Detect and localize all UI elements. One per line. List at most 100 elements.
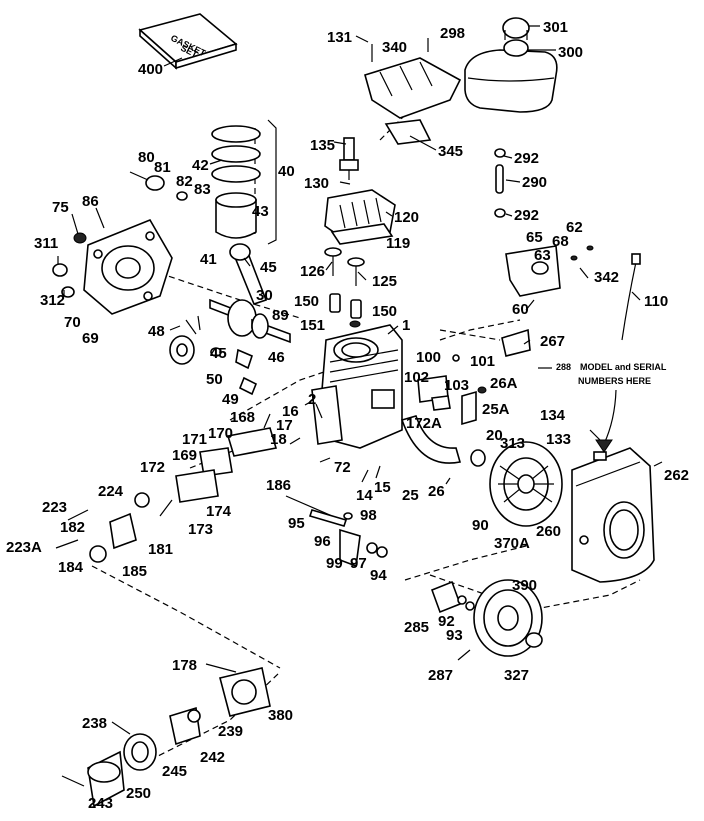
part-label-94: 94 xyxy=(370,567,387,584)
part-label-119: 119 xyxy=(386,235,410,252)
part-label-169: 169 xyxy=(172,447,197,464)
part-label-285: 285 xyxy=(404,619,429,636)
governor-gear xyxy=(129,171,188,201)
part-label-101: 101 xyxy=(470,353,495,370)
cylinder-head xyxy=(324,189,396,245)
part-label-170: 170 xyxy=(208,425,233,442)
part-label-99: 99 xyxy=(326,555,343,572)
part-label-2: 2 xyxy=(308,391,316,408)
part-label-25: 25 xyxy=(402,487,419,504)
part-label-390: 390 xyxy=(512,577,537,594)
part-label-60: 60 xyxy=(512,301,529,318)
model-note-line2: NUMBERS HERE xyxy=(578,376,651,386)
part-label-70: 70 xyxy=(64,314,81,331)
part-label-242: 242 xyxy=(200,749,225,766)
part-label-292-bottom: 292 xyxy=(514,207,539,224)
part-label-301: 301 xyxy=(543,19,568,36)
part-label-186: 186 xyxy=(266,477,291,494)
part-label-300: 300 xyxy=(558,44,583,61)
part-label-184: 184 xyxy=(58,559,84,576)
part-label-243: 243 xyxy=(88,795,113,812)
piston-assembly xyxy=(211,125,268,305)
part-label-287: 287 xyxy=(428,667,453,684)
part-label-151: 151 xyxy=(300,317,325,334)
part-label-16: 16 xyxy=(282,403,299,420)
gasket-set-box: GASKET SET xyxy=(138,13,238,70)
part-label-181: 181 xyxy=(148,541,173,558)
part-label-223: 223 xyxy=(42,499,67,516)
leader-lines xyxy=(57,25,641,345)
model-note-prefix: 288 xyxy=(556,362,571,372)
model-note-arrow xyxy=(595,389,617,453)
part-label-102: 102 xyxy=(404,369,429,386)
part-label-239: 239 xyxy=(218,723,243,740)
part-label-26: 26 xyxy=(428,483,445,500)
part-label-174: 174 xyxy=(206,503,232,520)
part-label-100: 100 xyxy=(416,349,441,366)
blower-housing xyxy=(571,447,655,583)
part-label-1: 1 xyxy=(402,317,410,334)
part-label-185: 185 xyxy=(122,563,147,580)
crankshaft xyxy=(209,298,291,344)
part-label-313: 313 xyxy=(500,435,525,452)
part-label-17: 17 xyxy=(276,417,293,434)
part-label-48: 48 xyxy=(148,323,165,340)
governor-rod xyxy=(285,495,388,568)
part-label-340: 340 xyxy=(382,39,407,56)
part-label-15: 15 xyxy=(374,479,391,496)
part-label-380: 380 xyxy=(268,707,293,724)
part-label-172A: 172A xyxy=(406,415,442,432)
crankcase-cover xyxy=(52,218,173,315)
part-label-86: 86 xyxy=(82,193,99,210)
carburetor xyxy=(169,663,271,746)
part-number-labels: 400 131 298 340 301 300 135 345 292 290 … xyxy=(6,19,689,812)
part-label-131: 131 xyxy=(327,29,352,46)
part-label-260: 260 xyxy=(536,523,561,540)
control-bracket xyxy=(501,245,594,357)
part-label-150-left: 150 xyxy=(294,293,319,310)
part-label-65: 65 xyxy=(526,229,543,246)
part-label-50: 50 xyxy=(206,371,223,388)
stop-wire xyxy=(621,253,641,341)
part-label-262: 262 xyxy=(664,467,689,484)
cylinder-baffle xyxy=(400,415,462,464)
part-label-173: 173 xyxy=(188,521,213,538)
part-label-96: 96 xyxy=(314,533,331,550)
part-label-130: 130 xyxy=(304,175,329,192)
fuel-line xyxy=(494,148,506,218)
rewind-starter xyxy=(430,579,543,661)
part-label-238: 238 xyxy=(82,715,107,732)
part-label-45-lower: 45 xyxy=(210,345,227,362)
part-label-81: 81 xyxy=(154,159,171,176)
fuel-tank xyxy=(464,17,558,113)
fasteners xyxy=(263,38,663,485)
part-label-93: 93 xyxy=(446,627,463,644)
spark-plug xyxy=(339,137,359,180)
part-label-14: 14 xyxy=(356,487,373,504)
part-label-103: 103 xyxy=(444,377,469,394)
part-label-72: 72 xyxy=(334,459,351,476)
part-label-110: 110 xyxy=(644,293,668,310)
part-label-126: 126 xyxy=(300,263,325,280)
part-label-245: 245 xyxy=(162,763,187,780)
part-label-25A: 25A xyxy=(482,401,510,418)
part-label-134: 134 xyxy=(540,407,566,424)
part-label-46: 46 xyxy=(268,349,285,366)
cam-gear xyxy=(169,315,201,365)
part-label-224: 224 xyxy=(98,483,124,500)
part-label-49: 49 xyxy=(222,391,239,408)
part-label-223A: 223A xyxy=(6,539,42,556)
part-label-168: 168 xyxy=(230,409,255,426)
part-label-292-top: 292 xyxy=(514,150,539,167)
part-label-290: 290 xyxy=(522,174,547,191)
part-label-171: 171 xyxy=(182,431,207,448)
part-label-62: 62 xyxy=(566,219,583,236)
part-label-82: 82 xyxy=(176,173,193,190)
part-label-75: 75 xyxy=(52,199,69,216)
tappets xyxy=(210,347,258,396)
part-label-400: 400 xyxy=(138,61,163,78)
valves xyxy=(324,247,365,328)
part-label-95: 95 xyxy=(288,515,305,532)
part-label-42: 42 xyxy=(192,157,209,174)
